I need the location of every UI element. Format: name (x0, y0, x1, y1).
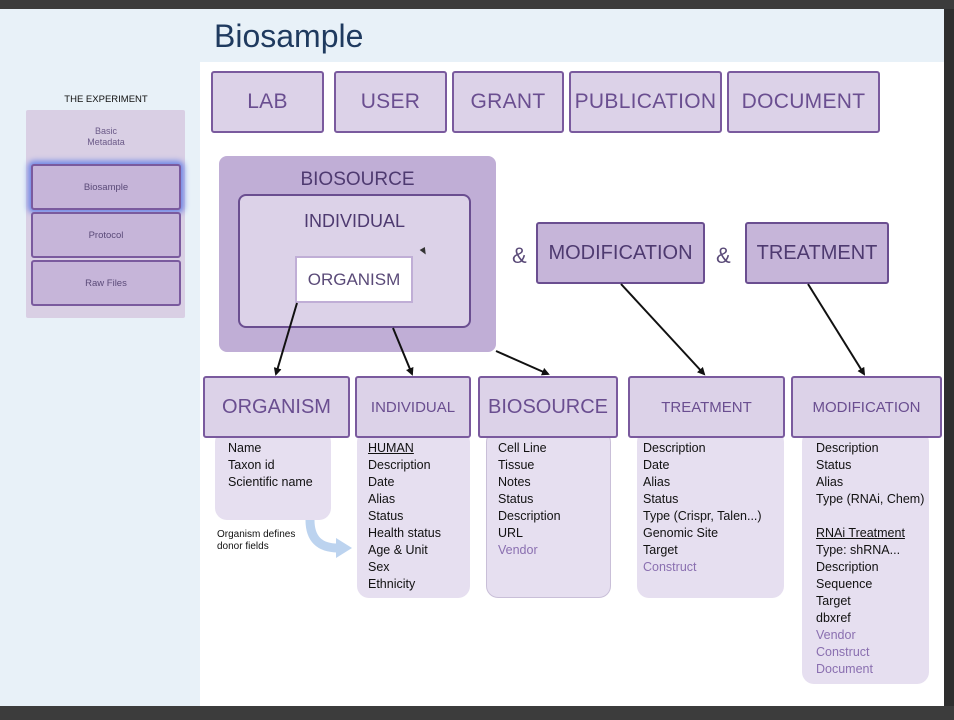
ampersand-1: & (512, 243, 527, 268)
modification-card-body (802, 430, 929, 684)
field-item: Description (816, 560, 879, 574)
page-title: Biosample (214, 18, 364, 54)
arrow-biosource (495, 350, 550, 376)
field-item: Type (Crispr, Talen...) (643, 509, 762, 523)
lab-box: LAB (211, 71, 324, 133)
sidebar-item-basic-metadata[interactable]: Basic Metadata (87, 126, 125, 147)
field-item: Name (228, 441, 262, 455)
field-item: Vendor (816, 628, 856, 642)
treatment-box: TREATMENT (745, 222, 889, 284)
grant-box: GRANT (452, 71, 564, 133)
field-item: Tissue (498, 458, 535, 472)
sidebar-item-raw-files[interactable]: Raw Files (31, 260, 181, 306)
field-item: Sex (368, 560, 390, 574)
field-item: Notes (498, 475, 531, 489)
field-item: RNAi Treatment (816, 526, 905, 540)
field-item: Target (816, 594, 851, 608)
field-item: Alias (816, 475, 844, 489)
biosource-card-title: BIOSOURCE (478, 376, 618, 438)
field-item: Construct (643, 560, 697, 574)
field-item: Status (498, 492, 534, 506)
document-box: DOCUMENT (727, 71, 880, 133)
field-item: Scientific name (228, 475, 313, 489)
field-item: Description (368, 458, 431, 472)
field-item: Status (368, 509, 404, 523)
modification-card-title: MODIFICATION (791, 376, 942, 438)
field-item: Alias (368, 492, 396, 506)
field-item: Ethnicity (368, 577, 416, 591)
field-item: dbxref (816, 611, 851, 625)
arrow-modification (807, 283, 866, 376)
arrow-organism (273, 302, 298, 376)
biosource-card-body (486, 430, 611, 598)
individual-group-label: INDIVIDUAL (303, 211, 406, 231)
field-item: Taxon id (228, 458, 275, 472)
field-item: Document (816, 662, 873, 676)
organism-inner-box: ORGANISM (295, 256, 413, 303)
ampersand-2: & (716, 243, 731, 268)
treatment-card-body (637, 430, 784, 598)
sidebar-item-biosample[interactable]: Biosample (31, 164, 181, 210)
organism-note: Organism defines donor fields (217, 529, 296, 552)
user-box: USER (334, 71, 447, 133)
field-item: Vendor (498, 543, 538, 557)
field-item: Description (816, 441, 879, 455)
field-item: Type (RNAi, Chem) (816, 492, 925, 506)
individual-card-body (357, 430, 470, 598)
field-item: Type: shRNA... (816, 543, 901, 557)
organism-card-title: ORGANISM (203, 376, 350, 438)
field-item: URL (498, 526, 524, 540)
arrow-individual (392, 327, 414, 376)
modification-box: MODIFICATION (536, 222, 705, 284)
field-item: Construct (816, 645, 870, 659)
field-item: Description (498, 509, 561, 523)
field-item: Target (643, 543, 678, 557)
field-item: Date (643, 458, 670, 472)
note-curved-arrowhead (336, 538, 352, 558)
field-item: Date (368, 475, 395, 489)
field-item: Alias (643, 475, 671, 489)
sidebar-item-protocol[interactable]: Protocol (31, 212, 181, 258)
field-item: HUMAN (368, 441, 414, 455)
field-item: Genomic Site (643, 526, 719, 540)
field-item: Status (816, 458, 852, 472)
field-item: Status (643, 492, 679, 506)
treatment-card-title: TREATMENT (628, 376, 785, 438)
field-item: Health status (368, 526, 441, 540)
note-curved-arrow (305, 519, 339, 553)
individual-card-title: INDIVIDUAL (355, 376, 471, 438)
organism-card-body (215, 430, 331, 520)
field-item: Description (643, 441, 706, 455)
field-item: Age & Unit (368, 543, 428, 557)
field-item: Cell Line (498, 441, 547, 455)
arrow-treatment (620, 283, 706, 376)
publication-box: PUBLICATION (569, 71, 722, 133)
biosource-group-label: BIOSOURCE (300, 169, 415, 190)
field-item: Sequence (816, 577, 873, 591)
sidebar-heading: THE EXPERIMENT (64, 94, 148, 105)
